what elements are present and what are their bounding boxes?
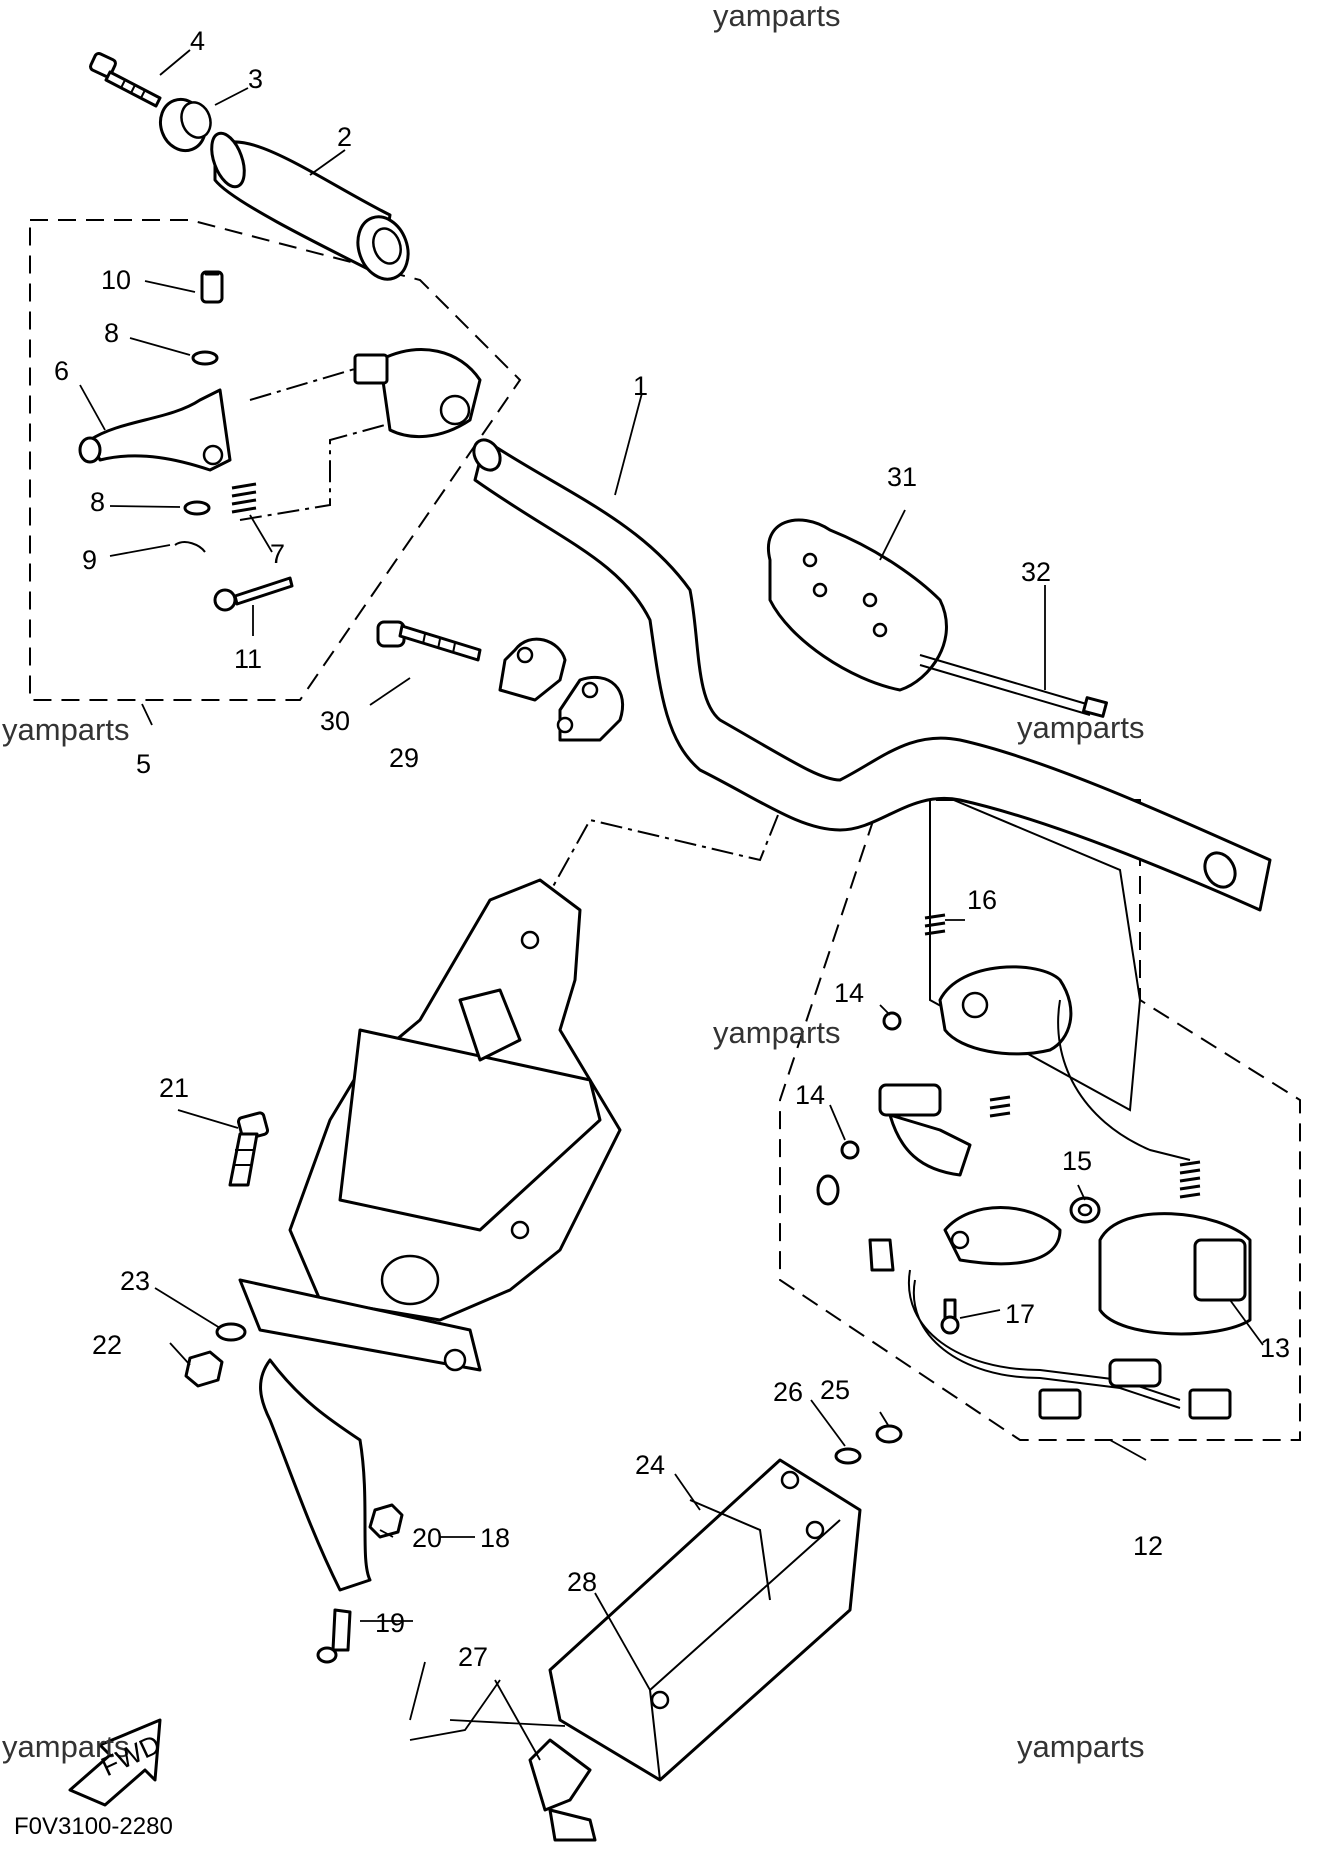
assembly-line-1 (249, 358, 396, 431)
part-20-nut (368, 1503, 404, 1539)
switch-body (878, 1083, 1011, 1177)
callout-21: 21 (159, 1073, 189, 1103)
callout-15: 15 (1062, 1146, 1092, 1176)
part-8-washer-lower (183, 500, 211, 516)
callout-11: 11 (234, 644, 262, 674)
part-32-strap (919, 654, 1108, 718)
watermark-center: yamparts (713, 1015, 840, 1050)
watermark-right-mid: yamparts (1017, 710, 1144, 745)
part-13-cover (1098, 1160, 1252, 1336)
watermarks: yamparts yamparts yamparts yamparts yamp… (2, 0, 1144, 1764)
part-26-washer (834, 1447, 862, 1465)
assembly-line-3 (539, 809, 781, 911)
callout-26: 26 (773, 1377, 803, 1407)
group-5-outline (29, 219, 522, 701)
assembly-line-2 (239, 424, 386, 521)
callout-14a: 14 (834, 978, 864, 1008)
callout-25: 25 (820, 1375, 850, 1405)
part-3-collar (158, 97, 212, 153)
callout-24: 24 (635, 1450, 665, 1480)
switch-wiring (907, 999, 1232, 1420)
callout-22: 22 (92, 1330, 122, 1360)
part-16-switch-housing (924, 913, 1073, 1056)
callout-8b: 8 (90, 487, 105, 517)
callout-16: 16 (967, 885, 997, 915)
callout-17: 17 (1005, 1299, 1035, 1329)
callout-9: 9 (82, 545, 97, 575)
part-2-grip (210, 131, 410, 281)
part-14-screw-upper (882, 1011, 902, 1031)
watermark-bottom-right: yamparts (1017, 1729, 1144, 1764)
part-10-pin (200, 270, 224, 304)
part-11-screw (213, 576, 294, 612)
switch-base (868, 1206, 1062, 1272)
callout-4: 4 (190, 26, 205, 56)
callout-19: 19 (375, 1608, 405, 1638)
callout-6: 6 (54, 356, 69, 386)
part-29-clamp (498, 637, 625, 742)
callout-7: 7 (270, 539, 285, 569)
part-21-bolt (228, 1111, 270, 1187)
callout-labels: 1 2 3 4 5 6 7 8 8 9 10 11 12 13 14 14 15… (54, 26, 1290, 1672)
part-9-clip (174, 541, 206, 553)
part-17-screw (940, 1298, 960, 1335)
group-12-outline (779, 799, 1301, 1441)
part-6-lever (78, 388, 232, 472)
callout-13: 13 (1260, 1333, 1290, 1363)
part-19-bolt (316, 1608, 352, 1664)
callout-28: 28 (567, 1567, 597, 1597)
callout-32: 32 (1021, 557, 1051, 587)
callout-10: 10 (101, 265, 131, 295)
callout-2: 2 (337, 122, 352, 152)
callout-31: 31 (887, 462, 917, 492)
callout-8a: 8 (104, 318, 119, 348)
part-7-spring (231, 482, 257, 514)
callout-12: 12 (1133, 1531, 1163, 1561)
fwd-arrow-icon (68, 1718, 162, 1807)
callout-14b: 14 (795, 1080, 825, 1110)
callout-5: 5 (136, 749, 151, 779)
part-24-tray (548, 1458, 862, 1782)
part-15-spring (1069, 1196, 1101, 1224)
callout-1: 1 (633, 371, 648, 401)
watermark-bottom-left: yamparts (2, 1729, 129, 1764)
callout-leaders (79, 49, 1264, 1761)
part-14-screw-lower (816, 1140, 860, 1206)
drawing-code: F0V3100-2280 (14, 1813, 173, 1840)
callout-3: 3 (248, 64, 263, 94)
part-23-washer (215, 1322, 247, 1342)
part-27-bracket (528, 1738, 597, 1842)
part-25-nut (875, 1424, 903, 1444)
part-30-clamp-bolt (376, 620, 482, 662)
part-31-handlebar-pad (766, 518, 948, 692)
part-4-bolt (89, 52, 162, 108)
part-8-washer-upper (191, 350, 219, 366)
lever-bracket (353, 348, 482, 439)
steering-column (238, 878, 622, 1592)
group-16-outline (929, 788, 1142, 1112)
watermark-top: yamparts (713, 0, 840, 33)
callout-23: 23 (120, 1266, 150, 1296)
part-1-handlebar (472, 438, 1272, 912)
callout-18: 18 (480, 1523, 510, 1553)
callout-27: 27 (458, 1642, 488, 1672)
part-22-nut (184, 1350, 224, 1388)
callout-20: 20 (412, 1523, 442, 1553)
callout-29: 29 (389, 743, 419, 773)
callout-30: 30 (320, 706, 350, 736)
watermark-left-mid: yamparts (2, 712, 129, 747)
